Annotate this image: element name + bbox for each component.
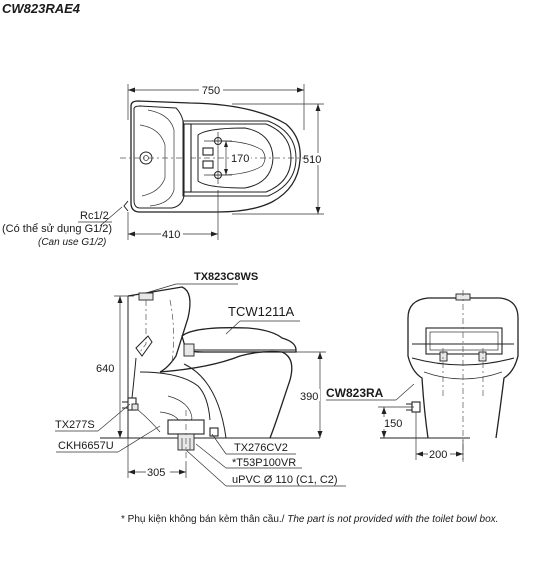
dim-410: 410 [162,229,180,241]
dim-inlet-height-150: 150 [384,418,402,430]
part-t53p100vr: *T53P100VR [232,457,296,469]
side-view: 640 TX823C8WS TCW1211A [55,271,346,487]
dim-rough-in-305: 305 [147,467,165,479]
dim-width-750: 750 [202,85,220,97]
dim-depth-510: 510 [303,154,321,166]
footnote: * Phụ kiện không bán kèm thân cầu./ The … [121,513,498,525]
top-view: 750 510 17 [2,83,324,248]
footnote-en: The part is not provided with the toilet… [284,514,498,525]
front-view: CW823RA 150 200 [326,290,519,462]
part-tx823c8ws: TX823C8WS [194,271,258,283]
supply-note-vi: (Có thể sử dụng G1/2) [2,223,112,235]
dim-bowl-390: 390 [300,391,318,403]
dim-inlet-offset-200: 200 [429,449,447,461]
footnote-vi: * Phụ kiện không bán kèm thân cầu./ [121,513,285,525]
front-model-label: CW823RA [326,386,384,400]
dim-170: 170 [231,153,249,165]
part-tx276cv2: TX276CV2 [234,442,288,454]
model-title: CW823RAE4 [2,1,81,16]
dim-height-640: 640 [96,363,114,375]
part-upvc-drain: uPVC Ø 110 (C1, C2) [232,474,338,486]
supply-thread: Rc1/2 [80,210,109,222]
supply-note-en: (Can use G1/2) [38,237,106,248]
part-ckh6657u: CKH6657U [58,440,114,452]
part-tcw1211a: TCW1211A [228,304,295,319]
part-tx277s: TX277S [55,419,95,431]
